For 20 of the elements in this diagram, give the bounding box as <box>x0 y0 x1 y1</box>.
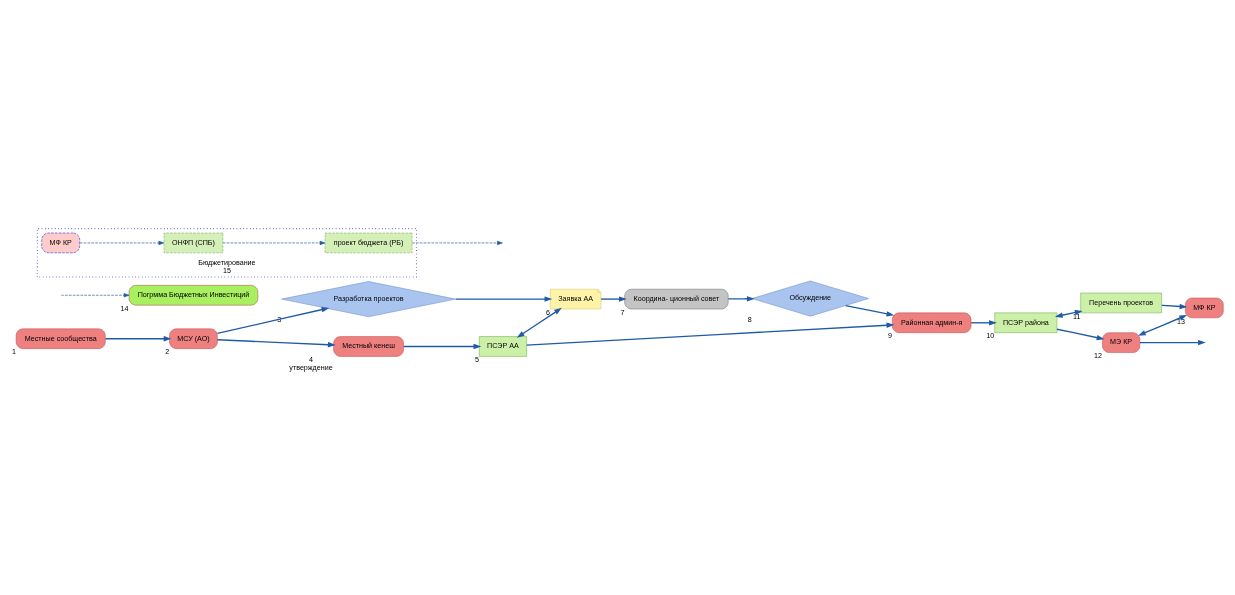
arrow <box>222 240 326 245</box>
arrow <box>402 343 482 349</box>
arrow <box>104 335 172 341</box>
arrow <box>1139 339 1206 345</box>
arrow <box>1054 309 1083 318</box>
arrow <box>216 338 336 347</box>
arrow <box>516 307 562 338</box>
arrow <box>216 306 330 334</box>
arrow <box>1056 328 1105 340</box>
arrow <box>600 295 627 302</box>
arrow <box>727 295 755 301</box>
arrow <box>1137 314 1188 336</box>
arrow <box>970 319 997 325</box>
arrow <box>60 292 130 297</box>
arrow <box>525 322 895 346</box>
arrow <box>411 240 503 245</box>
arrow <box>455 295 553 302</box>
arrow <box>844 304 895 316</box>
arrow <box>79 240 165 245</box>
arrow <box>1161 303 1188 309</box>
